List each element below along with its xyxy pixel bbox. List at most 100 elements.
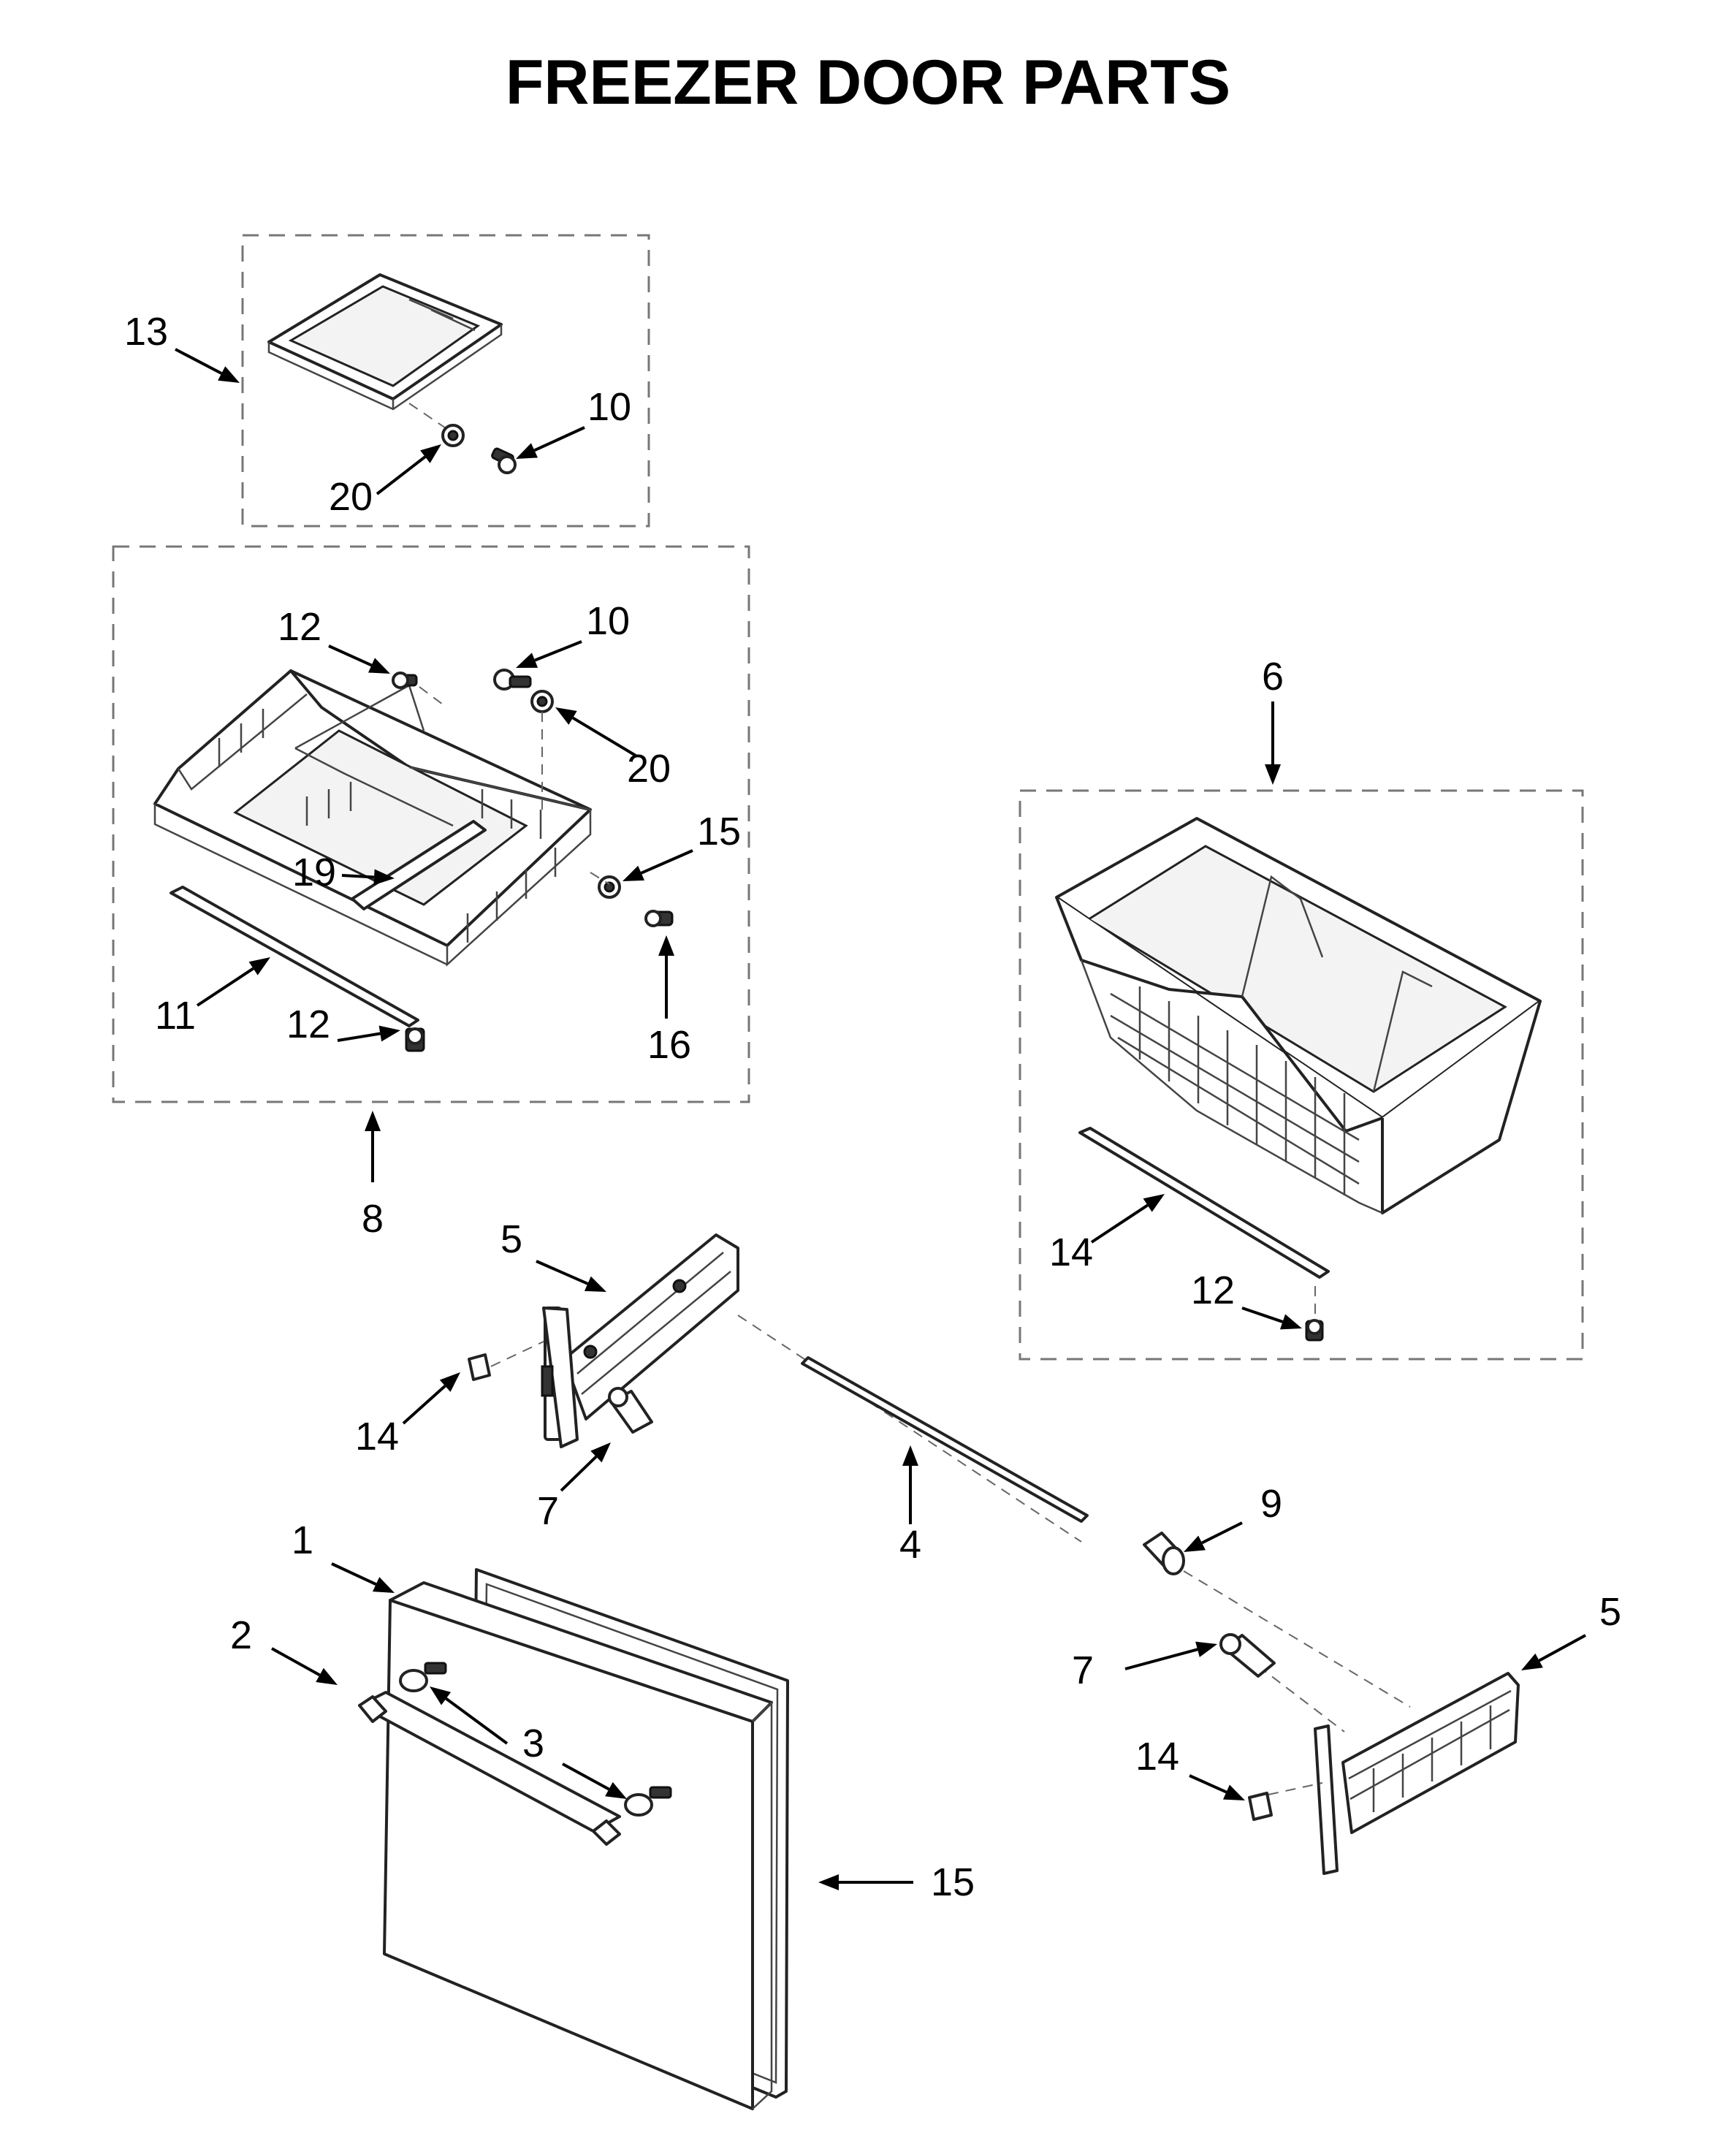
arrowhead-10b <box>516 653 538 668</box>
arrowhead-16 <box>1143 1194 1165 1212</box>
leader-line-12b <box>337 1032 381 1042</box>
arrowhead-12b <box>378 1025 400 1042</box>
right-clip-hidden-line <box>1268 1782 1323 1795</box>
callout-17: 15 <box>697 810 741 853</box>
trim-strip-part-16 <box>1078 1127 1330 1279</box>
callout-19: 19 <box>292 851 336 894</box>
bushing-part-9 <box>1143 1532 1185 1575</box>
callout-3: 3 <box>522 1722 544 1765</box>
callout-8: 8 <box>362 1197 384 1241</box>
screw-part-10-top <box>491 447 517 474</box>
leader-line-20a <box>376 455 427 495</box>
callout-10-top: 10 <box>587 385 631 429</box>
callout-1: 1 <box>292 1518 313 1562</box>
shelf-tray-part <box>267 273 503 411</box>
leader-line-12a <box>328 644 373 667</box>
arrowhead-7L <box>590 1442 611 1463</box>
group-box-shelf <box>241 234 650 528</box>
nut-part-20-upper <box>530 690 554 713</box>
arrowhead-14R <box>1222 1784 1245 1800</box>
arrowhead-3a <box>430 1686 452 1705</box>
group-box-upper-drawer <box>112 545 750 1103</box>
arrowhead-9 <box>1184 1535 1206 1552</box>
clip-part-14-left <box>468 1353 491 1381</box>
leader-line-2 <box>271 1647 321 1677</box>
screw-12-hidden-line <box>419 686 443 705</box>
callout-18: 16 <box>647 1023 691 1067</box>
callout-5-left: 5 <box>500 1217 522 1261</box>
arrowhead-4 <box>902 1445 918 1466</box>
arrowhead-18 <box>658 935 674 956</box>
screw-part-12-lower <box>1305 1319 1324 1342</box>
arrowhead-15 <box>818 1874 839 1890</box>
callout-4: 4 <box>899 1523 921 1567</box>
leader-line-16 <box>1090 1203 1149 1244</box>
arrowhead-14L <box>439 1372 460 1392</box>
group-box-lower-basket <box>1019 789 1584 1361</box>
leader-line-14L <box>402 1385 446 1425</box>
handle-part-2 <box>358 1691 621 1846</box>
arrowhead-3b <box>605 1781 627 1799</box>
leader-line-17 <box>640 849 693 875</box>
callout-12-upper-lower: 12 <box>286 1003 330 1046</box>
arrowhead-11 <box>248 957 270 975</box>
callout-20-top: 20 <box>329 475 373 519</box>
shelf-hidden-line <box>408 403 455 435</box>
lower-basket-part <box>1055 817 1542 1214</box>
slide-rail-left-part <box>541 1233 739 1448</box>
leader-line-10a <box>533 426 585 452</box>
screw-part-12-upper-left <box>392 672 418 689</box>
callout-9: 9 <box>1260 1482 1282 1526</box>
arrowhead-20a <box>420 444 441 463</box>
upper-drawer-axle-line <box>590 872 610 885</box>
right-screw-hidden-line <box>1257 1665 1345 1732</box>
arrowhead-5R <box>1521 1653 1543 1670</box>
clip-part-14-right <box>1248 1792 1273 1821</box>
callout-12-upper-left: 12 <box>278 605 321 649</box>
arrowhead-8 <box>365 1111 381 1131</box>
arrowhead-17 <box>623 865 645 881</box>
callout-15: 15 <box>931 1860 975 1904</box>
arrowhead-7R <box>1195 1641 1217 1657</box>
arrowhead-12c <box>1279 1314 1302 1330</box>
callout-14-right: 14 <box>1135 1735 1179 1779</box>
arrowhead-5L <box>584 1276 606 1292</box>
arrowhead-13 <box>218 366 240 383</box>
callout-labels: 13 10 20 12 10 20 15 19 11 12 16 8 6 14 … <box>124 310 1621 1904</box>
callout-2: 2 <box>230 1613 252 1657</box>
left-clip-hidden-line <box>490 1341 544 1367</box>
callout-7-left: 7 <box>537 1489 559 1533</box>
leader-line-7R <box>1124 1648 1198 1670</box>
callout-16: 14 <box>1049 1231 1093 1274</box>
screw-part-10-upper <box>493 669 532 691</box>
leader-line-3b <box>562 1762 610 1791</box>
leader-arrows <box>175 348 1586 1890</box>
screw-part-7-right <box>1219 1633 1276 1678</box>
arrowhead-2 <box>316 1667 338 1685</box>
handle-screw-part-3-right <box>624 1786 672 1817</box>
callout-13: 13 <box>124 310 168 354</box>
callout-7-right: 7 <box>1072 1648 1094 1692</box>
left-rail-axle-line <box>737 1315 1082 1543</box>
arrowhead-1 <box>372 1577 395 1593</box>
slide-rail-right-part <box>1314 1672 1520 1875</box>
leader-line-9 <box>1201 1521 1243 1545</box>
divider-part-19 <box>351 820 487 910</box>
screw-part-7-left <box>608 1387 653 1434</box>
callout-11: 11 <box>155 994 196 1038</box>
handle-screw-part-3-left <box>399 1662 447 1692</box>
leader-line-12c <box>1241 1306 1284 1323</box>
leader-line-5L <box>536 1260 589 1285</box>
leader-line-3a <box>445 1697 509 1745</box>
arrowhead-10a <box>516 443 538 459</box>
right-rail-axle-line <box>1183 1570 1411 1708</box>
leader-line-13 <box>175 348 223 375</box>
stud-part-18 <box>644 910 674 927</box>
leader-line-11 <box>196 967 254 1007</box>
leader-line-14R <box>1189 1774 1227 1794</box>
leader-line-19 <box>341 874 375 879</box>
screw-part-12-upper-lower <box>405 1027 425 1052</box>
door-panel-part-1 <box>383 1581 773 2110</box>
callout-10-upper: 10 <box>586 599 630 643</box>
